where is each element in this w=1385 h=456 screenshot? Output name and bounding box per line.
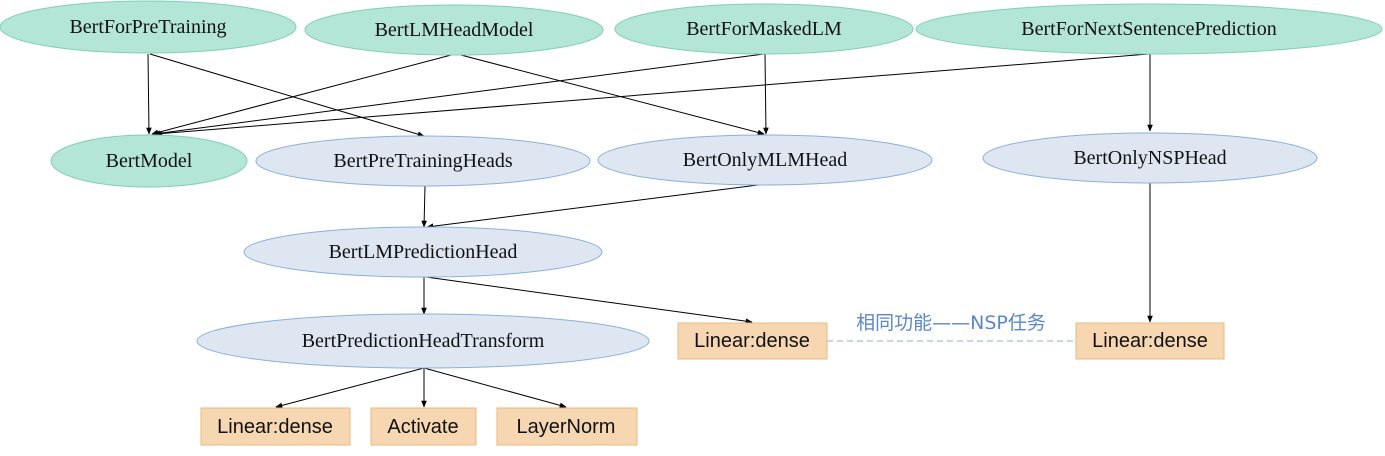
node-label: BertLMPredictionHead xyxy=(329,241,518,263)
node-shape xyxy=(255,135,591,187)
node-label: BertOnlyNSPHead xyxy=(1073,147,1226,169)
node-shape xyxy=(982,132,1318,184)
edge-pretraining-to-model xyxy=(146,53,152,135)
box-layer-norm: LayerNorm xyxy=(496,407,638,446)
edge-lmhead-to-model xyxy=(151,53,456,136)
node-label: BertForNextSentencePrediction xyxy=(1021,18,1277,40)
node-bert-only-mlm-head: BertOnlyMLMHead xyxy=(597,134,933,186)
node-shape xyxy=(196,313,650,369)
box-activate: Activate xyxy=(370,407,477,446)
edge-pretraining-heads-to-lm-prediction-head xyxy=(421,185,427,228)
box-shape xyxy=(1075,322,1225,360)
node-shape xyxy=(243,226,603,278)
node-shape xyxy=(614,3,914,55)
node-label: BertModel xyxy=(106,150,193,172)
node-label: BertPreTrainingHeads xyxy=(333,150,512,172)
node-bert-for-masked-lm: BertForMaskedLM xyxy=(614,3,914,55)
same-function-annotation: 相同功能——NSP任务 xyxy=(856,312,1046,334)
node-bert-only-nsp-head: BertOnlyNSPHead xyxy=(982,132,1318,184)
box-label: Linear:dense xyxy=(1092,330,1208,352)
node-bert-model: BertModel xyxy=(50,134,248,188)
edge-maskedlm-to-model xyxy=(153,53,765,136)
edge-lm-prediction-head-to-linear-dense xyxy=(425,276,753,324)
box-shape xyxy=(200,407,351,446)
box-label: Linear:dense xyxy=(694,330,810,352)
edge-nsp-to-model xyxy=(155,53,1150,137)
node-label: BertLMHeadModel xyxy=(375,19,534,41)
edge-transform-to-linear-dense xyxy=(275,367,425,409)
edge-mlm-head-to-lm-prediction-head xyxy=(426,183,767,229)
node-shape xyxy=(0,0,297,54)
box-linear-dense-mid: Linear:dense xyxy=(677,322,828,360)
node-bert-pretraining-heads: BertPreTrainingHeads xyxy=(255,135,591,187)
edge-lmhead-to-mlm-head xyxy=(456,53,765,136)
node-bert-for-next-sentence-prediction: BertForNextSentencePrediction xyxy=(915,3,1383,55)
node-shape xyxy=(304,4,604,56)
edge-pretraining-to-pretraining-heads xyxy=(149,53,425,137)
node-label: BertPredictionHeadTransform xyxy=(302,330,545,352)
box-linear-dense-bottom: Linear:dense xyxy=(200,407,351,446)
box-shape xyxy=(677,322,828,360)
edge-transform-to-layernorm xyxy=(423,367,567,409)
box-label: Activate xyxy=(387,416,458,438)
node-label: BertForMaskedLM xyxy=(686,18,842,40)
node-bert-lm-prediction-head: BertLMPredictionHead xyxy=(243,226,603,278)
node-shape xyxy=(597,134,933,186)
box-label: Linear:dense xyxy=(217,416,333,438)
node-label: BertOnlyMLMHead xyxy=(683,149,847,171)
box-shape xyxy=(496,407,638,446)
box-linear-dense-right: Linear:dense xyxy=(1075,322,1225,360)
box-label: LayerNorm xyxy=(517,416,616,438)
box-shape xyxy=(370,407,477,446)
node-bert-prediction-head-transform: BertPredictionHeadTransform xyxy=(196,313,650,369)
node-bert-lm-head-model: BertLMHeadModel xyxy=(304,4,604,56)
node-shape xyxy=(915,3,1383,55)
node-bert-for-pretraining: BertForPreTraining xyxy=(0,0,297,54)
edges xyxy=(146,53,1153,409)
edge-maskedlm-to-mlm-head xyxy=(763,53,769,135)
node-label: BertForPreTraining xyxy=(69,16,226,38)
node-shape xyxy=(50,134,248,188)
